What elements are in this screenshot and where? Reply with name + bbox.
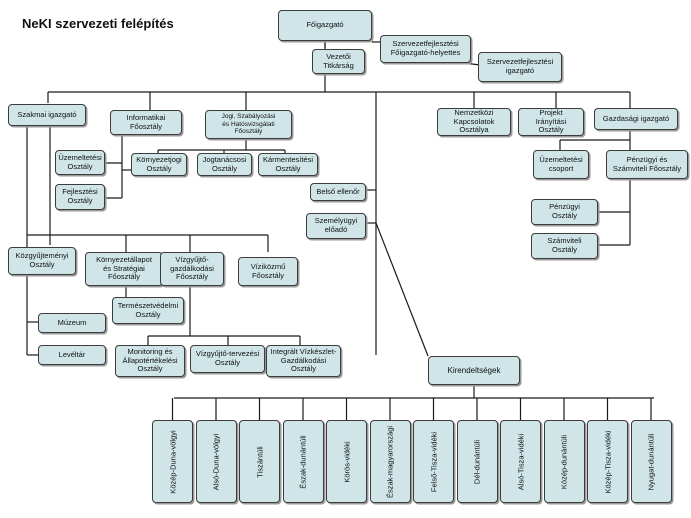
page-title: NeKI szervezeti felépítés [22,16,174,31]
branch-office-label: Alsó-Duna-völgyi [211,433,221,490]
branch-office: Tiszántúli [239,420,280,503]
node-uzemeltetesi-osztaly: Üzemeltetési Osztály [55,150,105,175]
branch-office: Észak-dunántúli [282,420,324,503]
branch-office: Dél-dunántúli [456,420,498,503]
branch-office: Nyugat-dunántúli [630,420,672,503]
node-vizikozmu-foosztaly: Víziközmű Főosztály [238,257,298,286]
node-szamviteli-osztaly: Számviteli Osztály [531,233,598,259]
branch-office: Észak-magyarországi [369,420,411,503]
branch-office-label: Észak-magyarországi [385,425,395,498]
node-kornyezetallapot-foosztaly: Környezetállapot és Stratégiai Főosztály [85,252,163,286]
branch-office: Közép-Tisza-vidéki [587,420,628,503]
branch-office-label: Felső-Tisza-vidéki [429,431,438,492]
branch-office: Körös-vidéki [326,420,367,503]
node-vizgyujto-tervezesi-osztaly: Vízgyűjtő-tervezési Osztály [190,345,265,373]
node-jogtanacsosi-osztaly: Jogtanácsosi Osztály [197,153,252,176]
node-szemelyugyi-eloado: Személyügyi előadó [306,213,366,239]
branch-office: Közép-Duna-völgyi [152,420,193,503]
branch-office-label: Dél-dunántúli [472,439,482,484]
node-integralt-vizkeszlet-osztaly: Integrált Vízkészlet- Gazdálkodási Osztá… [266,345,341,377]
node-szervezetfejlesztesi-foigazgato-helyettes: Szervezetfejlesztési Főigazgató-helyette… [380,35,471,63]
node-fejlesztesi-osztaly: Fejlesztési Osztály [55,184,105,210]
branch-office: Közép-dunántúli [543,420,585,503]
branch-office: Alsó-Duna-völgyi [195,420,237,503]
node-leveltar: Levéltár [38,345,106,365]
node-kornyezetjogi-osztaly: Környezetjogi Osztály [131,153,187,176]
branch-office-label: Alsó-Tisza-vidéki [516,433,525,490]
node-nemzetkozi-kapcsolatok: Nemzetközi Kapcsolatok Osztálya [437,108,511,136]
branch-office-label: Tiszántúli [255,445,264,478]
node-informatikai-foosztaly: Informatikai Főosztály [110,110,182,135]
node-karmentesitesi-osztaly: Kármentesítési Osztály [258,153,318,176]
node-kirendeltsegek: Kirendeltségek [428,356,520,385]
node-szervezetfejlesztesi-igazgato: Szervezetfejlesztési igazgató [478,52,562,82]
node-vizgyujto-gazdalkodasi-foosztaly: Vízgyűjtő- gazdálkodási Főosztály [160,252,224,286]
branch-office-label: Közép-dunántúli [559,434,569,489]
node-termeszetvedelmi-osztaly: Természetvédelmi Osztály [112,297,184,324]
node-muzeum: Múzeum [38,313,106,333]
node-projekt-iranyitasi: Projekt Irányítási Osztály [518,108,584,136]
node-foigazgato: Főigazgató [278,10,372,41]
node-penzugyi-szamviteli-foosztaly: Pénzügyi és Számviteli Főosztály [606,150,688,179]
node-vezetoi-titkarsag: Vezetői Titkárság [312,49,365,74]
node-uzemeltetesi-csoport: Üzemeltetési csoport [533,150,589,179]
branch-office: Felső-Tisza-vidéki [413,420,454,503]
node-monitoring-osztaly: Monitoring és Állapotértékelési Osztály [115,345,185,377]
branch-office-label: Körös-vidéki [342,440,351,483]
node-jogi-foosztaly: Jogi, Szabályozási és Hatósvizsgálati Fő… [205,110,292,139]
node-kozgyujtemenyi-osztaly: Közgyűjteményi Osztály [8,247,76,275]
branch-office-label: Közép-Duna-völgyi [168,429,177,494]
branch-office-label: Nyugat-dunántúli [646,433,656,490]
node-penzugyi-osztaly: Pénzügyi Osztály [531,199,598,225]
branch-office-label: Közép-Tisza-vidéki [603,429,612,494]
node-szakmai-igazgato: Szakmai igazgató [8,104,86,126]
branch-office: Alsó-Tisza-vidéki [500,420,541,503]
branch-office-label: Észak-dunántúli [298,434,308,489]
node-gazdasagi-igazgato: Gazdasági igazgató [594,108,678,130]
node-belso-ellenor: Belső ellenőr [310,183,366,201]
